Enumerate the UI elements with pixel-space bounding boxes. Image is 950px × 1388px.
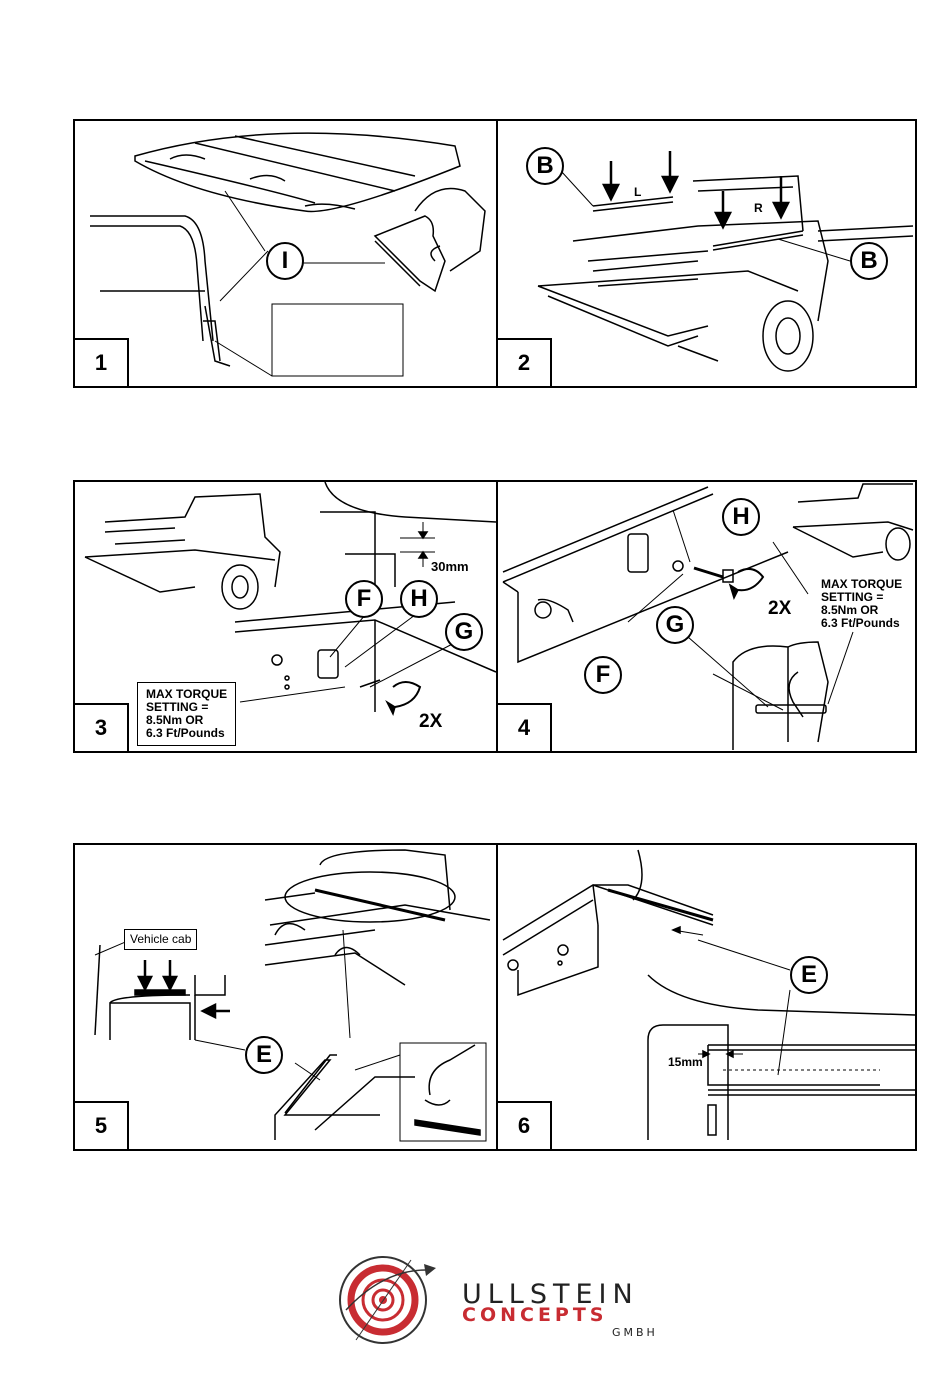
- step-panel-4: H G F 2X MAX TORQUE SETTING = 8.5Nm OR 6…: [498, 482, 915, 751]
- step-5-illustration: [75, 845, 496, 1149]
- step-number-6: 6: [498, 1101, 552, 1149]
- callout-h: H: [400, 580, 438, 618]
- label-right-side: R: [754, 201, 763, 215]
- step-panel-5: E Vehicle cab 5: [75, 845, 496, 1149]
- step-number-3: 3: [75, 703, 129, 751]
- step-number-4: 4: [498, 703, 552, 751]
- callout-f: F: [584, 656, 622, 694]
- callout-h: H: [722, 498, 760, 536]
- callout-g: G: [656, 606, 694, 644]
- step-panel-1: I 1: [75, 121, 496, 386]
- torque-note: MAX TORQUE SETTING = 8.5Nm OR 6.3 Ft/Pou…: [137, 682, 236, 746]
- dimension-15mm: 15mm: [668, 1055, 703, 1069]
- step-number-5: 5: [75, 1101, 129, 1149]
- instruction-row-1: I 1: [73, 119, 917, 388]
- callout-e: E: [790, 956, 828, 994]
- step-panel-6: E 15mm 6: [498, 845, 915, 1149]
- callout-f: F: [345, 580, 383, 618]
- company-logo: ULLSTEIN CONCEPTS GMBH: [336, 1250, 676, 1350]
- callout-b-right: B: [850, 242, 888, 280]
- step-panel-2: B B L R 2: [498, 121, 915, 386]
- target-logo-icon: [336, 1250, 446, 1350]
- step-number-2: 2: [498, 338, 552, 386]
- quantity-2x: 2X: [768, 598, 791, 620]
- quantity-2x: 2X: [419, 711, 442, 733]
- callout-e: E: [245, 1036, 283, 1074]
- logo-gmbh: GMBH: [612, 1326, 658, 1339]
- torque-note: MAX TORQUE SETTING = 8.5Nm OR 6.3 Ft/Pou…: [821, 578, 902, 630]
- label-left-side: L: [634, 185, 641, 199]
- instruction-row-3: E Vehicle cab 5: [73, 843, 917, 1151]
- step-panel-3: F H G 30mm 2X MAX TORQUE SETTING = 8.5Nm…: [75, 482, 496, 751]
- logo-concepts: CONCEPTS: [462, 1304, 608, 1326]
- callout-i: I: [266, 242, 304, 280]
- callout-g: G: [445, 613, 483, 651]
- callout-b-left: B: [526, 147, 564, 185]
- step-number-1: 1: [75, 338, 129, 386]
- vehicle-cab-label: Vehicle cab: [124, 929, 197, 950]
- torque-line: 6.3 Ft/Pounds: [146, 727, 227, 740]
- instruction-row-2: F H G 30mm 2X MAX TORQUE SETTING = 8.5Nm…: [73, 480, 917, 753]
- step-6-illustration: [498, 845, 915, 1149]
- dimension-30mm: 30mm: [431, 559, 469, 574]
- torque-line: 6.3 Ft/Pounds: [821, 617, 902, 630]
